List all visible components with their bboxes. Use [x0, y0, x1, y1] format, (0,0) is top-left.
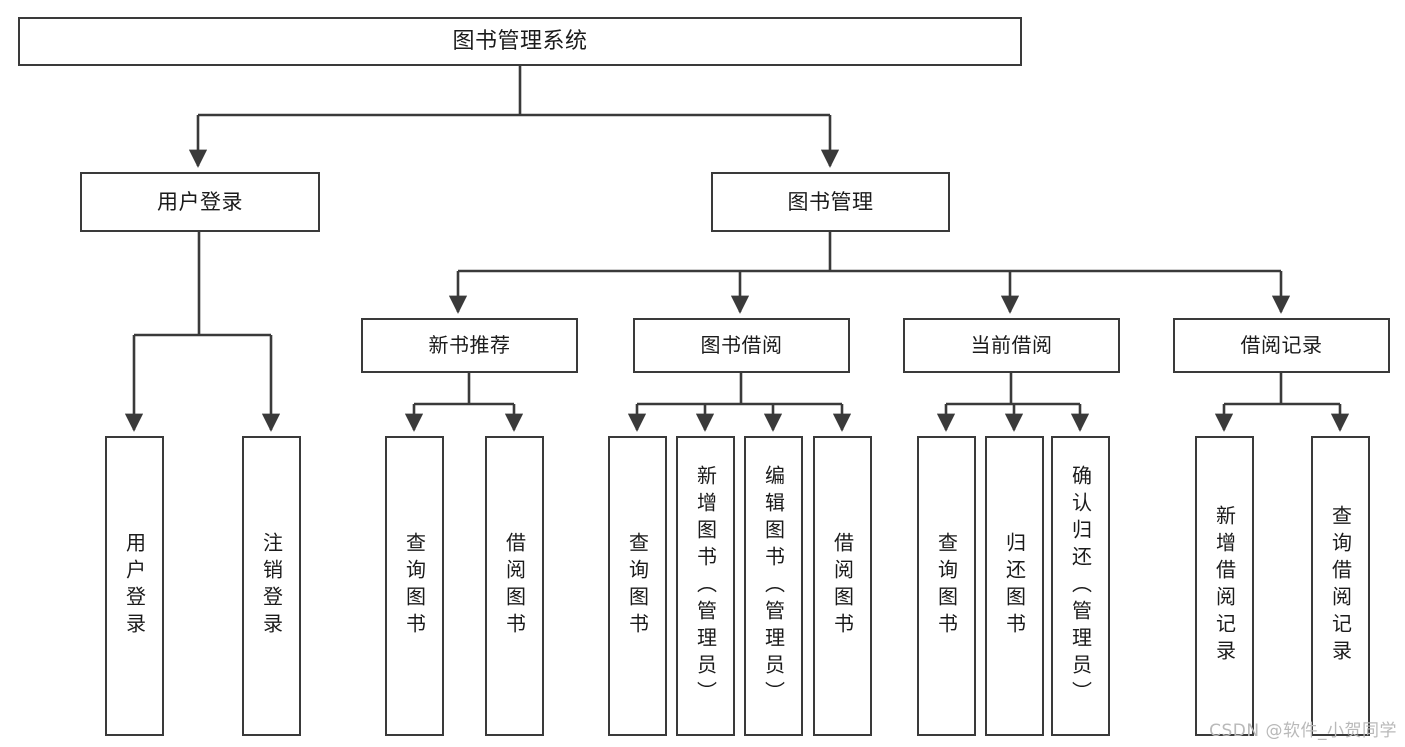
node-current-borrow[interactable]: 当前借阅: [903, 318, 1120, 373]
leaf-query-book-1-label: 查询图书: [402, 532, 427, 640]
leaf-query-record-label: 查询借阅记录: [1328, 505, 1353, 667]
node-book-borrow-label: 图书借阅: [700, 332, 783, 357]
leaf-add-book[interactable]: 新增图书（管理员）: [676, 436, 735, 736]
leaf-query-book-1[interactable]: 查询图书: [385, 436, 444, 736]
node-book-manage-label: 图书管理: [787, 189, 874, 214]
node-new-book-recommend-label: 新书推荐: [428, 332, 511, 357]
leaf-user-login-label: 用户登录: [122, 532, 147, 640]
leaf-user-login[interactable]: 用户登录: [105, 436, 164, 736]
leaf-borrow-book-1[interactable]: 借阅图书: [485, 436, 544, 736]
leaf-return-book[interactable]: 归还图书: [985, 436, 1044, 736]
leaf-logout[interactable]: 注销登录: [242, 436, 301, 736]
leaf-query-book-2[interactable]: 查询图书: [608, 436, 667, 736]
leaf-borrow-book-2[interactable]: 借阅图书: [813, 436, 872, 736]
node-book-borrow[interactable]: 图书借阅: [633, 318, 850, 373]
leaf-query-record[interactable]: 查询借阅记录: [1311, 436, 1370, 736]
leaf-return-book-label: 归还图书: [1002, 532, 1027, 640]
leaf-borrow-book-1-label: 借阅图书: [502, 532, 527, 640]
node-current-borrow-label: 当前借阅: [970, 332, 1053, 357]
leaf-logout-label: 注销登录: [259, 532, 284, 640]
leaf-add-record[interactable]: 新增借阅记录: [1195, 436, 1254, 736]
leaf-confirm-return[interactable]: 确认归还（管理员）: [1051, 436, 1110, 736]
node-new-book-recommend[interactable]: 新书推荐: [361, 318, 578, 373]
node-book-manage[interactable]: 图书管理: [711, 172, 950, 232]
leaf-borrow-book-2-label: 借阅图书: [830, 532, 855, 640]
leaf-query-book-3-label: 查询图书: [934, 532, 959, 640]
node-root-label: 图书管理系统: [452, 28, 588, 54]
node-root[interactable]: 图书管理系统: [18, 17, 1022, 66]
leaf-add-record-label: 新增借阅记录: [1212, 505, 1237, 667]
leaf-query-book-3[interactable]: 查询图书: [917, 436, 976, 736]
node-user-login-label: 用户登录: [157, 189, 243, 214]
leaf-edit-book[interactable]: 编辑图书（管理员）: [744, 436, 803, 736]
leaf-edit-book-label: 编辑图书（管理员）: [761, 464, 786, 708]
node-borrow-record-label: 借阅记录: [1240, 332, 1323, 357]
leaf-query-book-2-label: 查询图书: [625, 532, 650, 640]
node-user-login[interactable]: 用户登录: [80, 172, 320, 232]
leaf-confirm-return-label: 确认归还（管理员）: [1068, 464, 1093, 708]
leaf-add-book-label: 新增图书（管理员）: [693, 464, 718, 708]
watermark-text: CSDN @软件_小贺同学: [1209, 721, 1397, 741]
node-borrow-record[interactable]: 借阅记录: [1173, 318, 1390, 373]
